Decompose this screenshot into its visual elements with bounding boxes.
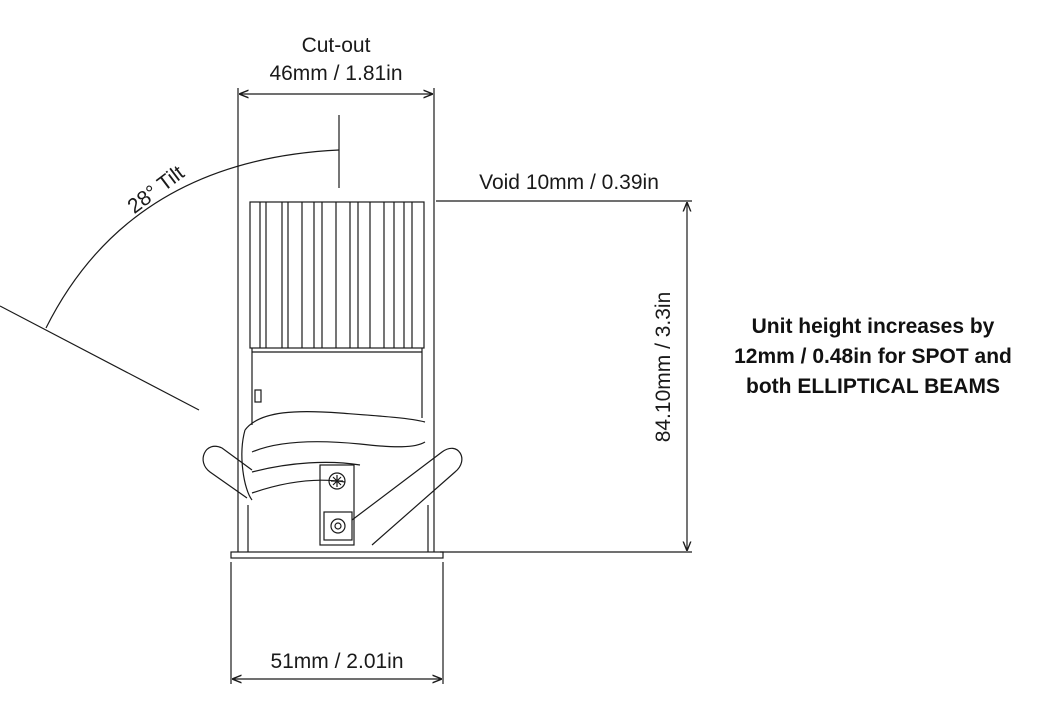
void-label: Void 10mm / 0.39in xyxy=(479,171,659,194)
height-label: 84.10mm / 3.3in xyxy=(652,292,675,443)
cutout-title: Cut-out xyxy=(302,34,371,57)
cutout-value: 46mm / 1.81in xyxy=(269,62,402,85)
height-note: Unit height increases by 12mm / 0.48in f… xyxy=(700,312,1046,402)
height-dimension xyxy=(436,200,692,553)
cutout-dimension xyxy=(237,88,435,552)
note-line-2: 12mm / 0.48in for SPOT and xyxy=(734,345,1012,368)
fixture-body xyxy=(202,201,463,559)
bottom-width-label: 51mm / 2.01in xyxy=(270,650,403,673)
tilt-indicator xyxy=(0,115,340,411)
note-line-3: both ELLIPTICAL BEAMS xyxy=(746,375,1000,398)
note-line-1: Unit height increases by xyxy=(751,315,995,338)
bottom-width-dimension xyxy=(230,562,444,684)
